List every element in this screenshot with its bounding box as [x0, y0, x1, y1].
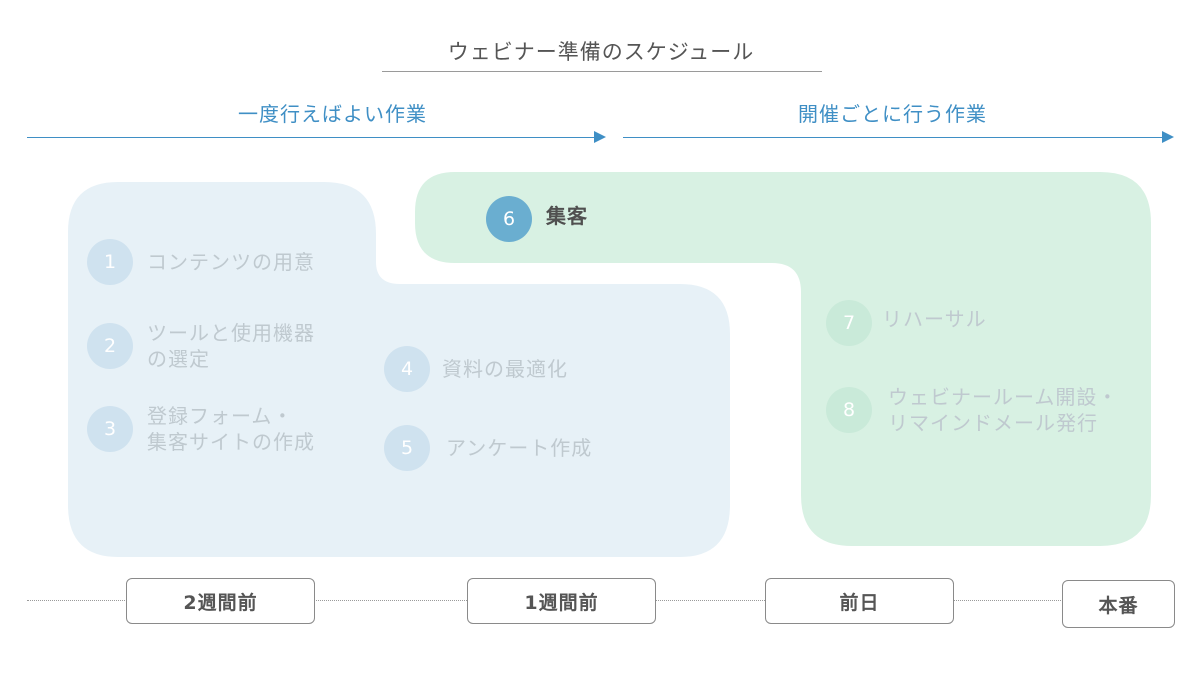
- diagram-title: ウェビナー準備のスケジュール: [447, 40, 755, 64]
- step-label: ウェビナールーム開設・ リマインドメール発行: [888, 385, 1119, 435]
- step-label: アンケート作成: [446, 436, 593, 460]
- milestone-event-day: 本番: [1062, 580, 1175, 628]
- step-7: 7 リハーサル: [826, 300, 987, 346]
- step-number-badge: 1: [87, 239, 133, 285]
- step-number-badge: 5: [384, 425, 430, 471]
- step-6: 6 集客: [486, 196, 588, 242]
- step-number-badge: 4: [384, 346, 430, 392]
- arrow-head-per-event: [1162, 131, 1174, 143]
- step-2: 2 ツールと使用機器 の選定: [87, 320, 315, 372]
- step-label: 集客: [546, 204, 588, 228]
- step-number-badge: 3: [87, 406, 133, 452]
- section-label-one-time: 一度行えばよい作業: [238, 102, 427, 126]
- arrow-per-event: [623, 137, 1163, 138]
- per-event-area: [415, 172, 1151, 546]
- step-3: 3 登録フォーム・ 集客サイトの作成: [87, 403, 315, 455]
- arrow-head-one-time: [594, 131, 606, 143]
- milestone-1-week-before: 1週間前: [467, 578, 656, 624]
- step-number-badge: 7: [826, 300, 872, 346]
- step-1: 1 コンテンツの用意: [87, 239, 315, 285]
- step-number-badge: 8: [826, 387, 872, 433]
- title-underline: [382, 71, 822, 72]
- step-label: 登録フォーム・ 集客サイトの作成: [147, 404, 315, 454]
- step-8: 8 ウェビナールーム開設・ リマインドメール発行: [826, 384, 1118, 436]
- step-number-badge: 2: [87, 323, 133, 369]
- milestone-day-before: 前日: [765, 578, 954, 624]
- step-number-badge: 6: [486, 196, 532, 242]
- milestone-2-weeks-before: 2週間前: [126, 578, 315, 624]
- step-label: リハーサル: [882, 307, 987, 331]
- step-5: 5 アンケート作成: [384, 425, 592, 471]
- step-4: 4 資料の最適化: [384, 346, 568, 392]
- arrow-one-time: [27, 137, 595, 138]
- step-label: コンテンツの用意: [147, 250, 315, 274]
- section-label-per-event: 開催ごとに行う作業: [798, 102, 987, 126]
- step-label: 資料の最適化: [442, 357, 568, 381]
- step-label: ツールと使用機器 の選定: [147, 321, 315, 371]
